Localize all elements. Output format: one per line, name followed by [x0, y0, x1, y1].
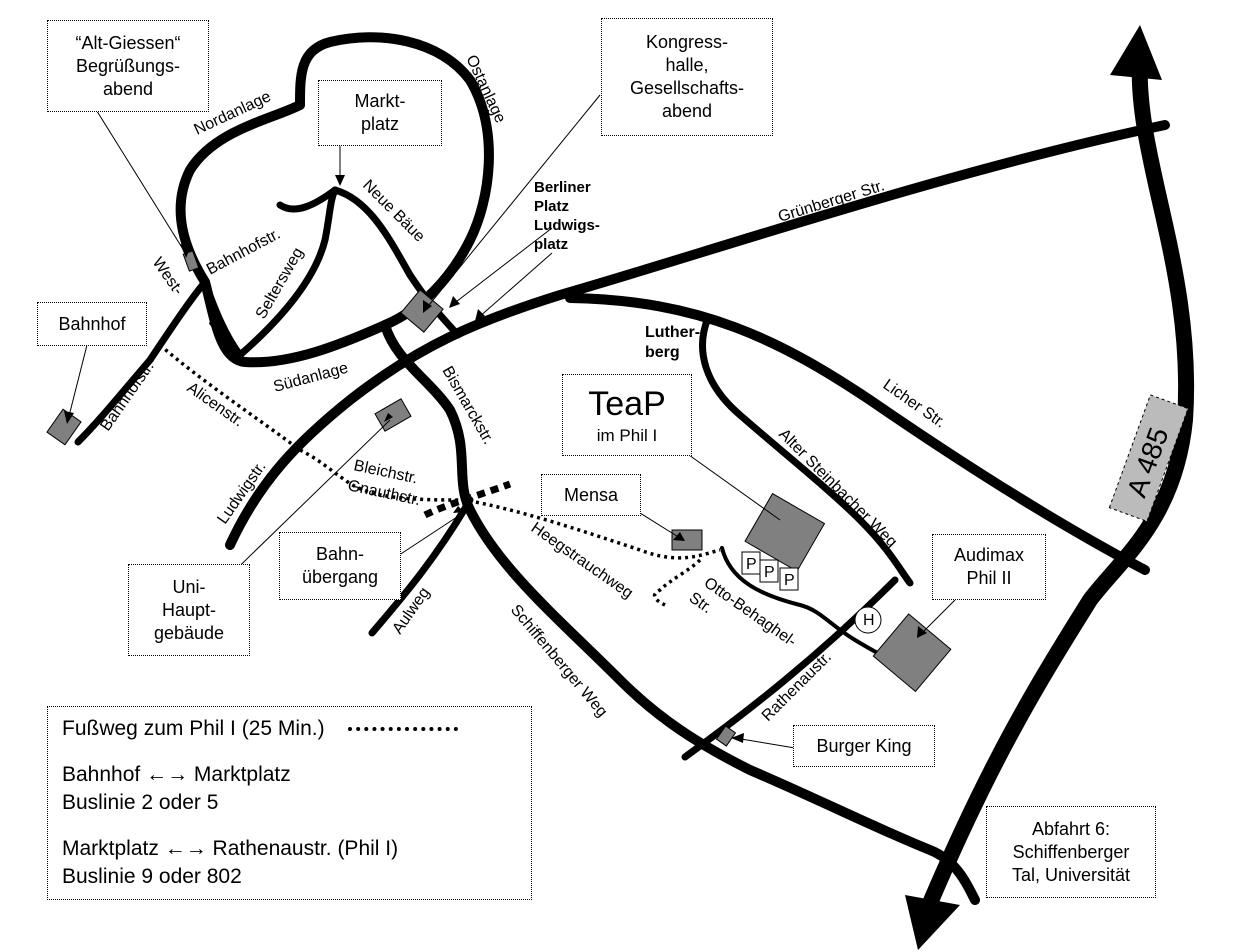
pointer-uni	[219, 419, 391, 586]
pointer-kongress	[424, 94, 601, 311]
legend-footpath-label: Fußweg zum Phil I (25 Min.)	[62, 717, 325, 740]
label-line: Schiffenberger	[1012, 841, 1130, 862]
teap-title: TeaP	[588, 384, 666, 423]
label-line: Bahnhof	[58, 313, 126, 334]
licher-road	[565, 293, 1150, 575]
label-line: abend	[102, 78, 154, 99]
label-line: Begrüßungs-	[75, 55, 181, 76]
pointer-burger-king	[734, 737, 796, 749]
label-teap: TeaP im Phil I	[562, 374, 692, 456]
street-bahnhofstr-top: Bahnhofstr.	[204, 226, 283, 279]
label-line: gebäude	[153, 622, 225, 643]
label-line: Gesellschafts-	[629, 78, 745, 98]
label-alt-giessen: “Alt-Giessen“ Begrüßungs- abend	[47, 20, 209, 112]
street-lutherberg-2: berg	[645, 344, 680, 361]
pointer-ludwigsplatz	[477, 252, 553, 319]
label-line: Audimax	[953, 545, 1025, 565]
teap-subtitle: im Phil I	[596, 425, 658, 445]
parking-icon: P	[764, 564, 775, 581]
aulweg-road	[368, 496, 474, 637]
label-line: Mensa	[563, 484, 619, 505]
parking-group: P P P	[741, 551, 799, 591]
dotted-line-icon	[348, 727, 459, 732]
label-line: platz	[360, 114, 400, 134]
street-rathenaustr: Rathenaustr.	[759, 649, 835, 725]
label-marktplatz: Markt- platz	[318, 80, 442, 146]
street-seltersweg: Seltersweg	[253, 245, 307, 322]
label-line: Ludwigs-	[534, 217, 600, 234]
legend-line4: Buslinie 9 oder 802	[62, 865, 242, 888]
street-westanlage-1: West-	[149, 255, 187, 299]
label-line: übergang	[301, 567, 379, 587]
street-bahnhofstr-left: Bahnhofstr.	[97, 358, 157, 434]
pointer-berliner	[451, 227, 553, 306]
label-audimax: Audimax Phil II	[932, 534, 1046, 600]
label-uni: Uni- Haupt- gebäude	[128, 564, 250, 656]
railway-crossing	[423, 480, 512, 519]
bus-stop-icon	[854, 606, 882, 634]
uni-building	[374, 398, 412, 432]
label-line: Burger King	[816, 735, 912, 756]
gruenberger-road	[225, 120, 1170, 550]
label-line: Kongress-	[645, 32, 729, 52]
neue-baeue-road	[331, 186, 462, 339]
bus-stop-label: H	[863, 612, 875, 629]
footpath-route	[158, 343, 721, 607]
seltersweg-road	[236, 186, 339, 359]
pointer-teap	[681, 449, 781, 521]
street-lutherberg-1: Luther-	[645, 324, 700, 341]
westanlage-road	[201, 278, 244, 359]
label-berliner-platz: Berliner Platz Ludwigs- platz	[534, 178, 600, 254]
a485-road	[917, 52, 1195, 923]
label-line: Haupt-	[161, 599, 217, 620]
pointer-alt-giessen	[94, 107, 187, 255]
legend-line1: Bahnhof ←→ Marktplatz	[62, 763, 291, 786]
bismarckstr-road	[380, 320, 980, 905]
street-suedanlage: Südanlage	[272, 360, 350, 396]
legend-line2: Buslinie 2 oder 5	[62, 791, 219, 814]
label-kongresshalle: Kongress- halle, Gesellschafts- abend	[601, 18, 773, 136]
street-licher: Licher Str.	[880, 376, 949, 431]
audimax-building	[872, 613, 952, 693]
arrow-north-icon	[1110, 25, 1162, 80]
legend-footpath: Fußweg zum Phil I (25 Min.)	[62, 715, 517, 743]
label-line: abend	[661, 101, 713, 121]
label-line: platz	[534, 236, 569, 253]
label-line: Tal, Universität	[1011, 864, 1131, 885]
pointer-bahnhof	[67, 344, 88, 421]
label-bahnhof: Bahnhof	[37, 302, 147, 346]
label-mensa: Mensa	[541, 474, 641, 516]
phil1-building	[744, 492, 826, 572]
label-bahnuebergang: Bahn- übergang	[279, 532, 401, 600]
parking-icon: P	[746, 556, 757, 573]
label-line: Berliner	[534, 179, 591, 196]
ring-road	[175, 32, 494, 368]
arrow-south-icon	[905, 895, 960, 950]
label-line: Platz	[534, 198, 570, 215]
label-line: Phil II	[966, 568, 1012, 588]
label-burger-king: Burger King	[793, 725, 935, 767]
label-line: Markt-	[354, 91, 406, 111]
label-line: halle,	[665, 55, 709, 75]
legend-box: Fußweg zum Phil I (25 Min.) Bahnhof ←→ M…	[47, 706, 532, 900]
label-abfahrt: Abfahrt 6: Schiffenberger Tal, Universit…	[986, 806, 1156, 898]
lutherberg-road	[699, 314, 914, 587]
bahnhofstr-top-road	[276, 186, 339, 213]
street-heegstrauchweg: Heegstrauchweg	[528, 519, 636, 602]
a485-sign	[1108, 394, 1189, 522]
bahnhofstr-road	[74, 278, 209, 446]
label-line: Uni-	[172, 576, 206, 597]
label-line: Abfahrt 6:	[1031, 818, 1111, 839]
burger-king-building	[715, 725, 737, 747]
pointer-audimax	[919, 599, 956, 636]
street-alicenstr: Alicenstr.	[184, 379, 247, 430]
parking-icon: P	[784, 572, 795, 589]
label-line: Bahn-	[315, 544, 365, 564]
legend-line3: Marktplatz ←→ Rathenaustr. (Phil I)	[62, 837, 399, 860]
label-line: “Alt-Giessen“	[75, 32, 181, 53]
